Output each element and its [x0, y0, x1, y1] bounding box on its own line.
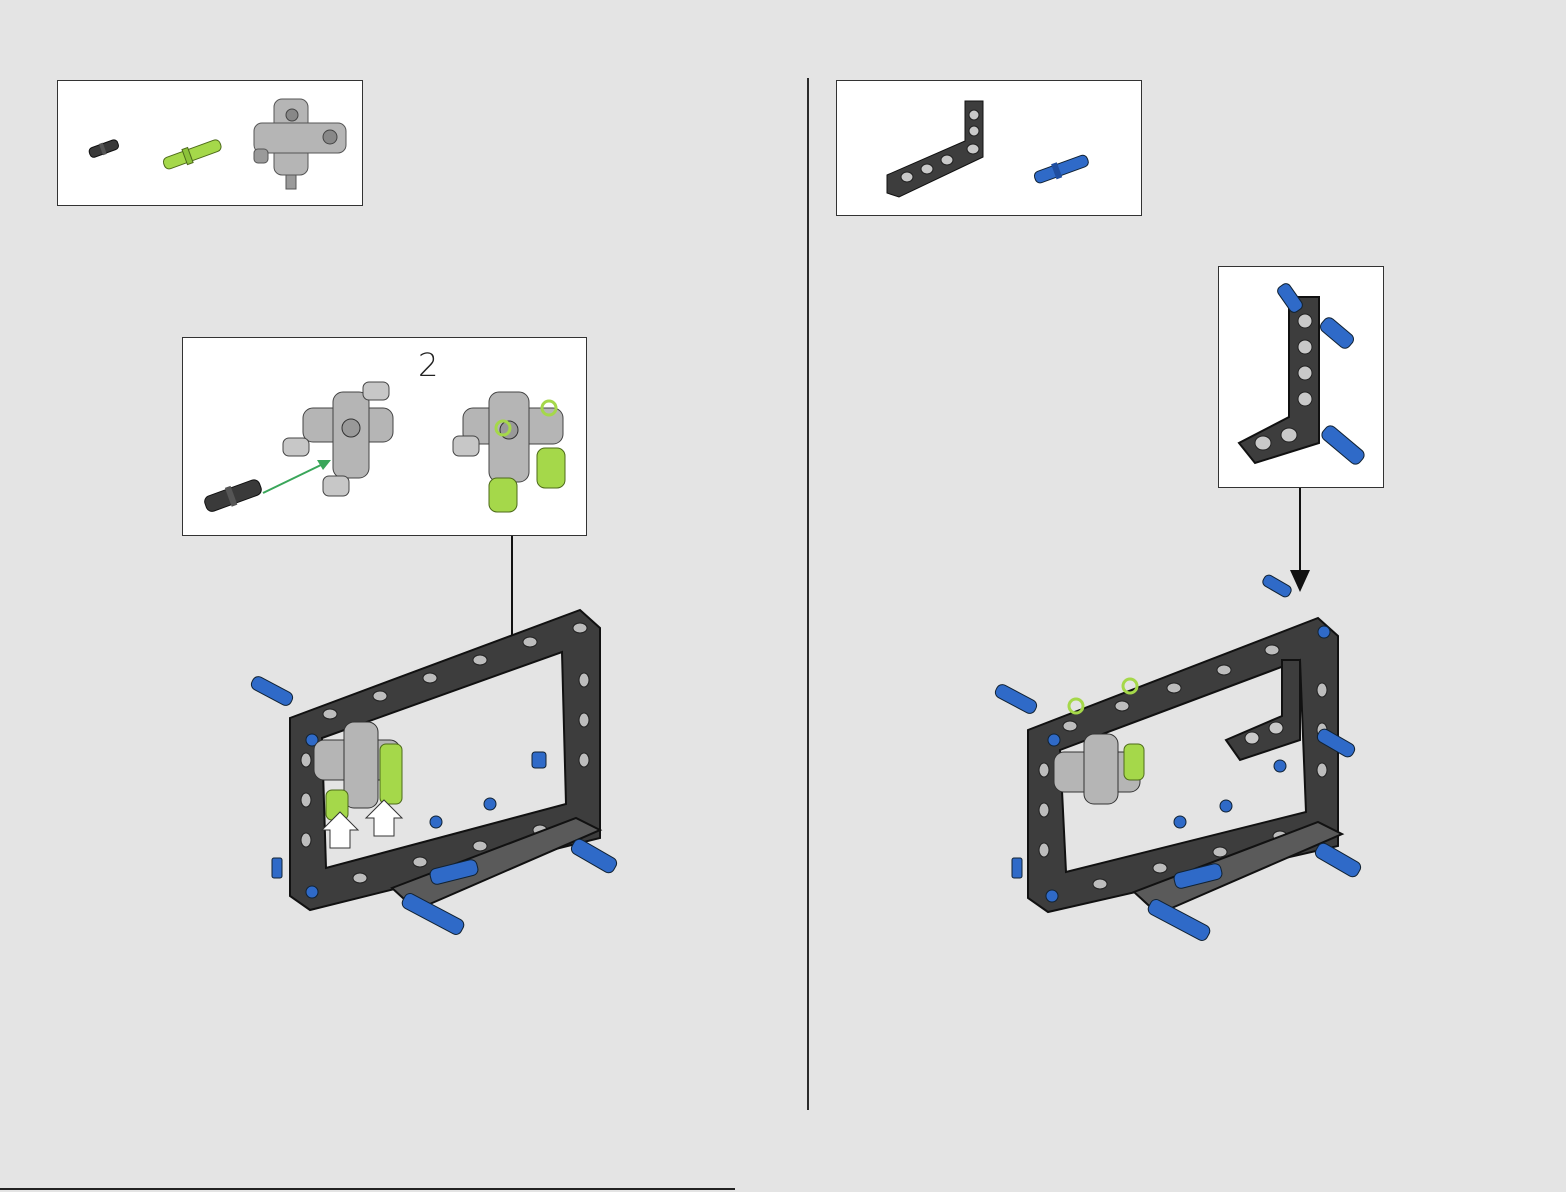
bottom-edge-line [0, 1188, 735, 1190]
